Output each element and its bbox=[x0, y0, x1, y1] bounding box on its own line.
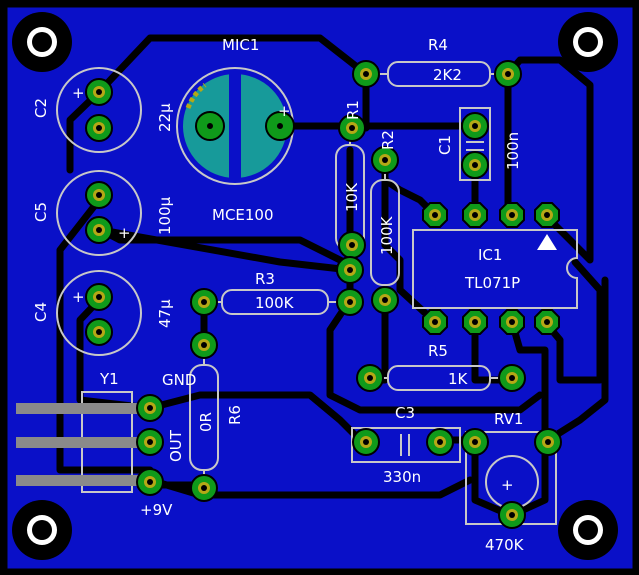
solder-pad bbox=[195, 111, 225, 141]
solder-pad bbox=[190, 331, 218, 359]
solder-pad bbox=[85, 181, 113, 209]
c4-value: 47µ bbox=[156, 299, 174, 328]
svg-text:+: + bbox=[118, 224, 131, 242]
solder-pad bbox=[426, 428, 454, 456]
solder-pad bbox=[85, 318, 113, 346]
copper-traces bbox=[56, 34, 609, 519]
solder-pad bbox=[85, 283, 113, 311]
c1-name: C1 bbox=[436, 135, 454, 155]
solder-pad bbox=[356, 364, 384, 392]
solder-pad bbox=[499, 202, 525, 228]
solder-pad bbox=[338, 231, 366, 259]
y1-gnd: GND bbox=[162, 371, 196, 389]
r5-value: 1K bbox=[448, 370, 469, 388]
mic1-value: MCE100 bbox=[212, 206, 274, 224]
solder-pad bbox=[85, 114, 113, 142]
solder-pad bbox=[190, 474, 218, 502]
mounting-holes bbox=[12, 12, 618, 560]
r3-value: 100K bbox=[255, 294, 295, 312]
solder-pad bbox=[461, 151, 489, 179]
solder-pad bbox=[85, 78, 113, 106]
solder-pad bbox=[352, 60, 380, 88]
solder-pad bbox=[461, 112, 489, 140]
solder-pad bbox=[422, 309, 448, 335]
svg-text:+: + bbox=[72, 288, 85, 306]
solder-pad bbox=[136, 468, 164, 496]
solder-pad bbox=[498, 501, 526, 529]
rv1-name: RV1 bbox=[494, 410, 523, 428]
solder-pad bbox=[462, 202, 488, 228]
polarity-marks: + + + + + bbox=[72, 84, 557, 494]
solder-pad bbox=[136, 428, 164, 456]
svg-text:+: + bbox=[278, 102, 291, 120]
solder-pad bbox=[422, 202, 448, 228]
solder-pad bbox=[336, 288, 364, 316]
solder-pad bbox=[534, 202, 560, 228]
board-fill bbox=[7, 7, 633, 569]
y1-vcc: +9V bbox=[140, 501, 173, 519]
solder-pad bbox=[136, 394, 164, 422]
mic1-name: MIC1 bbox=[222, 36, 259, 54]
c5-value: 100µ bbox=[156, 196, 174, 235]
solder-pad bbox=[338, 114, 366, 142]
svg-text:+: + bbox=[501, 476, 514, 494]
ic1-value: TL071P bbox=[464, 274, 520, 292]
c2-value: 22µ bbox=[156, 103, 174, 132]
solder-pad bbox=[462, 309, 488, 335]
solder-pad bbox=[499, 309, 525, 335]
solder-pad bbox=[371, 286, 399, 314]
r6-name: R6 bbox=[226, 405, 244, 425]
r4-name: R4 bbox=[428, 36, 448, 54]
rv1-value: 470K bbox=[485, 536, 525, 554]
pads bbox=[85, 60, 562, 529]
y1-name: Y1 bbox=[99, 370, 119, 388]
solder-pad bbox=[461, 428, 489, 456]
c2-name: C2 bbox=[32, 98, 50, 118]
c4-name: C4 bbox=[32, 302, 50, 322]
r6-value: 0R bbox=[197, 412, 215, 432]
solder-pad bbox=[352, 428, 380, 456]
solder-pad bbox=[190, 288, 218, 316]
r3-name: R3 bbox=[255, 270, 275, 288]
y1-out: OUT bbox=[167, 429, 185, 462]
solder-pad bbox=[494, 60, 522, 88]
microphone bbox=[183, 74, 287, 178]
solder-pad bbox=[85, 216, 113, 244]
solder-pad bbox=[336, 256, 364, 284]
c1-value: 100n bbox=[504, 132, 522, 170]
r2-value: 100K bbox=[378, 215, 396, 255]
ic1-name: IC1 bbox=[478, 246, 502, 264]
solder-pad bbox=[371, 146, 399, 174]
component-labels: MIC1 MCE100 R4 2K2 R1 10K R2 100K C1 100… bbox=[32, 36, 525, 554]
r1-value: 10K bbox=[343, 182, 361, 212]
c3-name: C3 bbox=[395, 404, 415, 422]
r2-name: R2 bbox=[379, 130, 397, 150]
r1-name: R1 bbox=[344, 100, 362, 120]
c3-value: 330n bbox=[383, 468, 421, 486]
svg-text:+: + bbox=[72, 84, 85, 102]
solder-pad bbox=[534, 428, 562, 456]
solder-pad bbox=[265, 111, 295, 141]
header-pins bbox=[16, 403, 152, 486]
solder-pad bbox=[534, 309, 560, 335]
solder-pad bbox=[498, 364, 526, 392]
r5-name: R5 bbox=[428, 342, 448, 360]
c5-name: C5 bbox=[32, 202, 50, 222]
r4-value: 2K2 bbox=[433, 66, 462, 84]
